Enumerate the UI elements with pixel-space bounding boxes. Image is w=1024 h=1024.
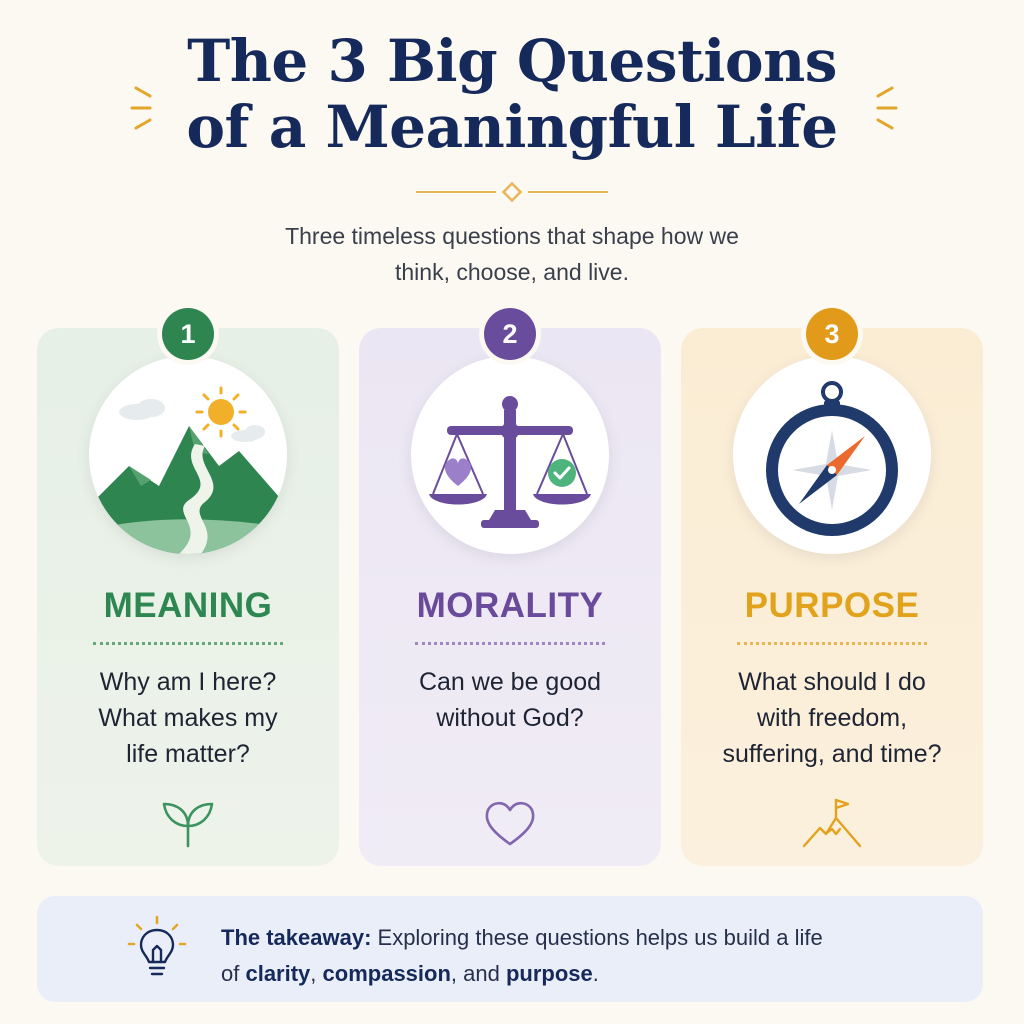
question-line: Can we be good [418, 668, 602, 696]
subtitle: Three timeless questions that shape how … [212, 218, 812, 290]
mountain-path-icon [89, 386, 287, 554]
card-title-purpose: PURPOSE [744, 586, 920, 625]
title-divider [416, 181, 608, 203]
subtitle-line-1: Three timeless questions that shape how … [285, 223, 739, 249]
sprout-icon [162, 802, 214, 848]
takeaway-body-1: Exploring these questions helps us build… [371, 925, 823, 950]
takeaway-sep: , and [450, 961, 506, 986]
page-title: The 3 Big Questions of a Meaningful Life [0, 28, 1024, 160]
compass-icon [766, 381, 898, 536]
subtitle-line-2: think, choose, and live. [395, 259, 629, 285]
card-morality: MORALITY Can we be good without God? [359, 328, 661, 866]
question-morality: Can we be good without God? [373, 664, 647, 736]
summit-flag-icon [802, 798, 862, 848]
question-line: What makes my [98, 704, 278, 732]
title-line-2: of a Meaningful Life [186, 93, 838, 161]
takeaway-banner: The takeaway: Exploring these questions … [37, 896, 983, 1002]
badge-number-2: 2 [484, 308, 536, 360]
card-meaning: MEANING Why am I here? What makes my lif… [37, 328, 339, 866]
question-line: Why am I here? [99, 668, 277, 696]
takeaway-body-2: of [221, 961, 246, 986]
takeaway-line-2: of clarity, compassion, and purpose. [221, 956, 961, 992]
sparkle-left-icon [130, 86, 152, 130]
question-purpose: What should I do with freedom, suffering… [695, 664, 969, 772]
lightbulb-icon [127, 915, 187, 976]
takeaway-end: . [592, 961, 599, 986]
dotted-divider [737, 642, 927, 645]
card-title-morality: MORALITY [416, 586, 604, 625]
badge-number-3: 3 [806, 308, 858, 360]
card-purpose: PURPOSE What should I do with freedom, s… [681, 328, 983, 866]
takeaway-line-1: The takeaway: Exploring these questions … [221, 920, 961, 956]
takeaway-text: The takeaway: Exploring these questions … [221, 920, 961, 992]
sparkle-right-icon [876, 86, 898, 130]
question-line: without God? [436, 704, 584, 732]
takeaway-word-compassion: compassion [322, 961, 451, 986]
meaning-medallion [89, 356, 287, 554]
title-line-1: The 3 Big Questions [187, 27, 837, 95]
purpose-medallion [733, 356, 931, 554]
takeaway-word-purpose: purpose [505, 961, 593, 986]
heart-outline-icon [485, 801, 535, 846]
badge-number-1: 1 [162, 308, 214, 360]
dotted-divider [93, 642, 283, 645]
takeaway-sep: , [310, 961, 323, 986]
question-line: What should I do [738, 668, 926, 696]
balance-scale-icon [429, 396, 591, 528]
question-line: life matter? [126, 740, 250, 768]
question-line: suffering, and time? [722, 740, 942, 768]
question-meaning: Why am I here? What makes my life matter… [51, 664, 325, 772]
takeaway-word-clarity: clarity [245, 961, 311, 986]
card-title-meaning: MEANING [103, 586, 273, 625]
takeaway-label: The takeaway: [221, 925, 372, 950]
morality-medallion [411, 356, 609, 554]
question-line: with freedom, [756, 704, 908, 732]
dotted-divider [415, 642, 605, 645]
